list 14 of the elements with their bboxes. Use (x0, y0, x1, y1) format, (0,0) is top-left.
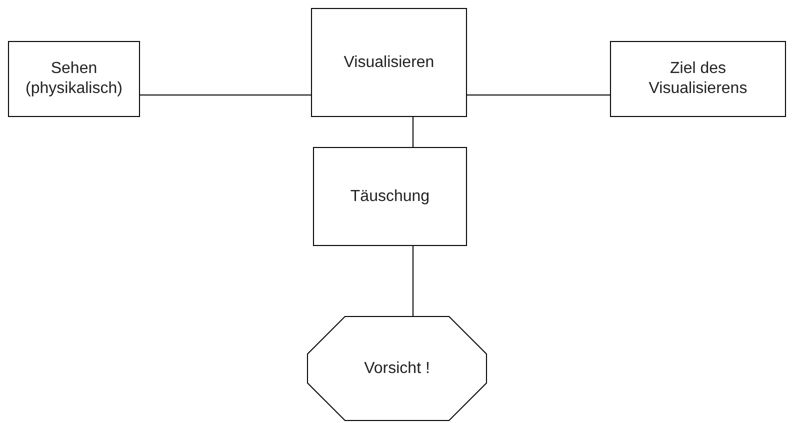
node-label: Ziel des Visualisierens (648, 59, 748, 99)
connector-line (466, 94, 610, 96)
connector-line (140, 94, 312, 96)
node-label: Täuschung (350, 186, 430, 206)
node-label: Vorsicht ! (364, 358, 430, 378)
process-box (8, 41, 140, 117)
process-box (313, 147, 467, 246)
node-label: Sehen (physikalisch) (24, 59, 124, 99)
connector-line (412, 246, 414, 316)
process-box (610, 41, 786, 117)
octagon-shape (307, 316, 487, 421)
node-label: Visualisieren (344, 52, 434, 72)
connector-line (412, 116, 414, 148)
process-box (311, 8, 467, 117)
